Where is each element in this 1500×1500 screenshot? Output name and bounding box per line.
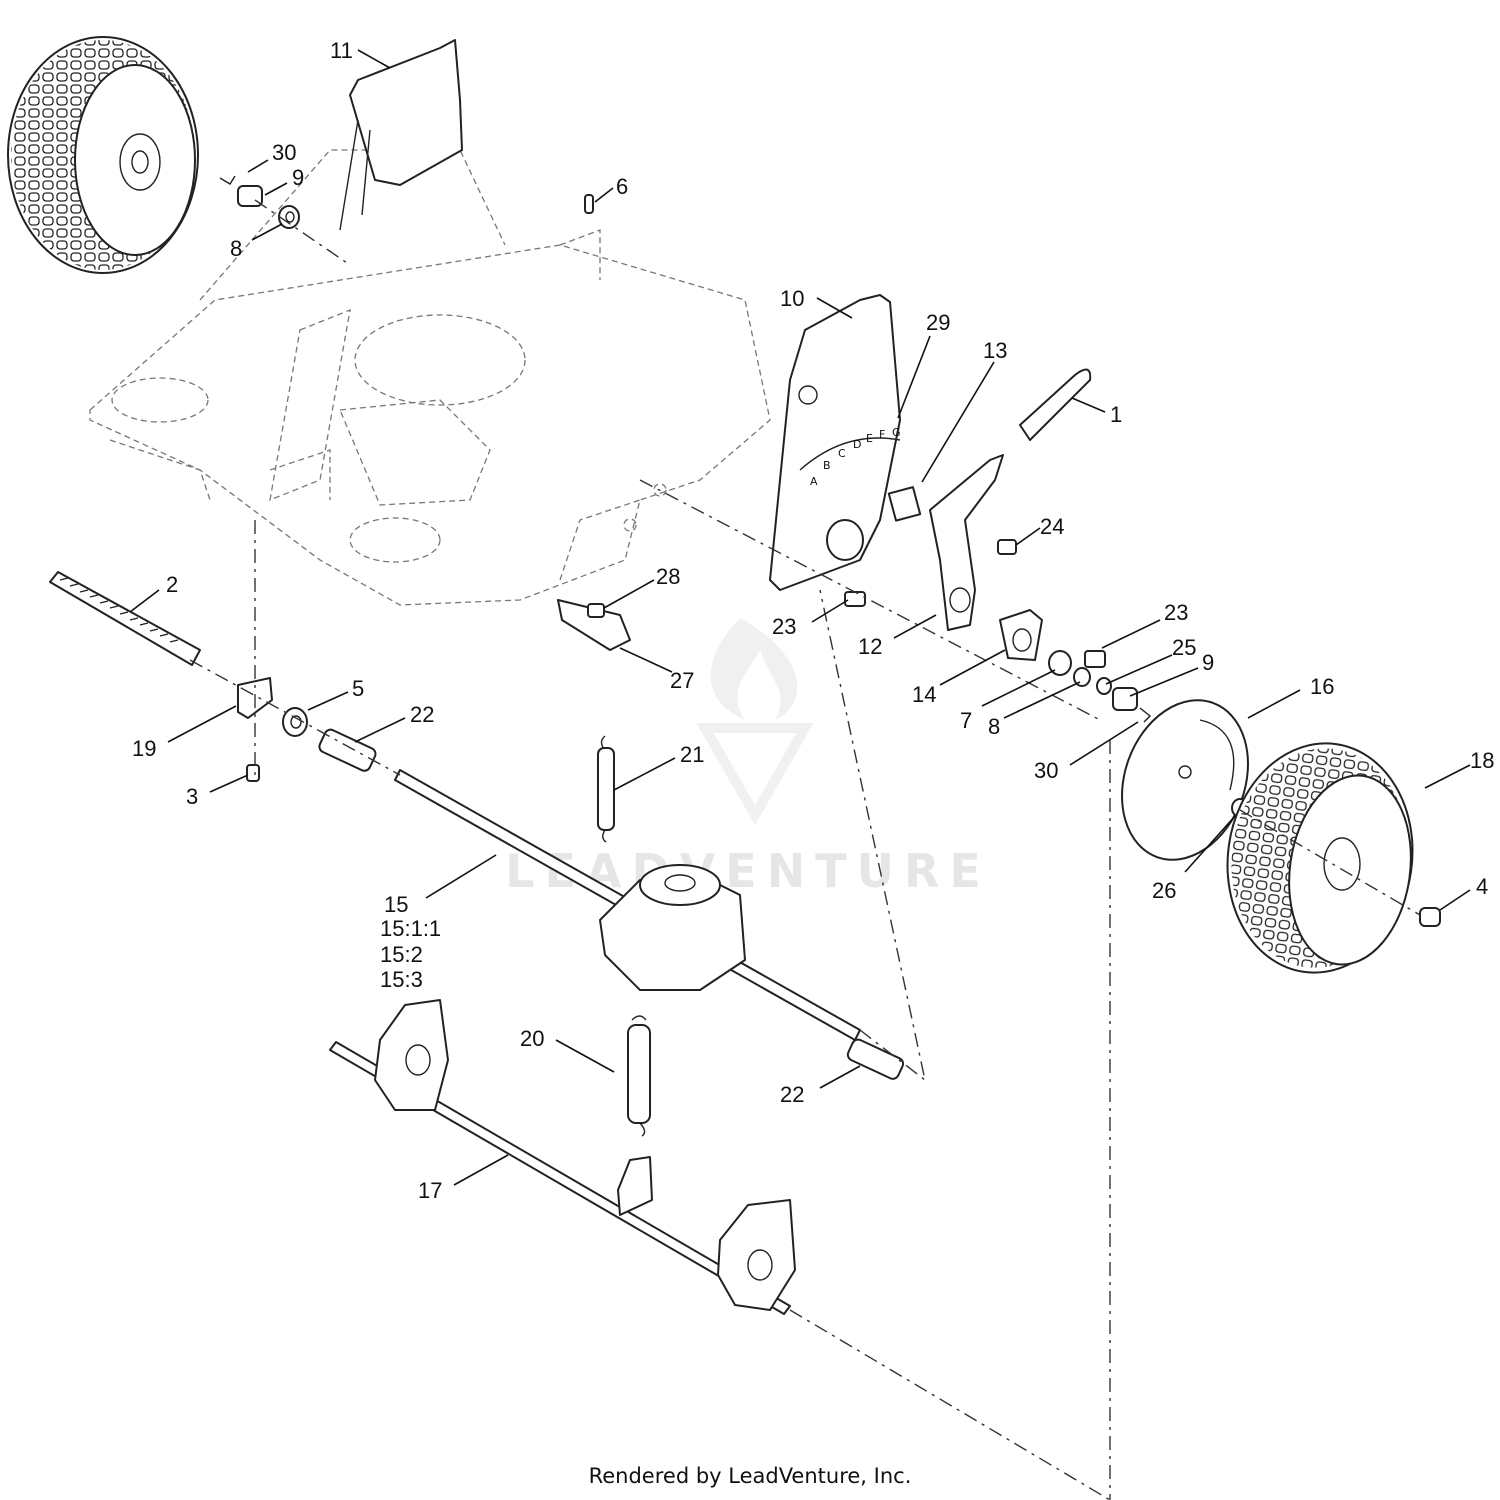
callout-16: 16 xyxy=(1310,674,1334,699)
callout-12: 12 xyxy=(858,634,882,659)
callout-labels: 11 30 9 8 6 10 29 13 1 24 2 28 23 12 23 … xyxy=(132,38,1494,1203)
washer-5[interactable] xyxy=(282,707,308,737)
bolt-28[interactable] xyxy=(587,603,605,618)
callout-22-lower: 22 xyxy=(780,1082,804,1107)
watermark-text: LEADVENTURE xyxy=(505,844,991,898)
nut-9-right[interactable] xyxy=(1112,687,1138,711)
pivot-bushing[interactable] xyxy=(999,609,1043,661)
assembly-leader-lines xyxy=(189,199,1421,1500)
callout-22-upper: 22 xyxy=(410,702,434,727)
spring-2[interactable] xyxy=(49,571,201,666)
bolt-24[interactable] xyxy=(997,539,1017,555)
callout-13: 13 xyxy=(983,338,1007,363)
spring-21[interactable] xyxy=(597,735,615,843)
callout-leaders xyxy=(129,49,1471,1186)
callout-9-left: 9 xyxy=(292,165,304,190)
scale-mark-e: E xyxy=(866,432,873,445)
callout-11: 11 xyxy=(330,38,353,63)
scale-mark-b: B xyxy=(823,459,831,472)
callout-4: 4 xyxy=(1476,874,1488,899)
lever-clip[interactable] xyxy=(887,486,922,522)
callout-15-2: 15:2 xyxy=(380,942,423,967)
deck-frame-phantom xyxy=(89,149,771,606)
callout-26: 26 xyxy=(1152,878,1176,903)
callout-5: 5 xyxy=(352,676,364,701)
scale-mark-c: C xyxy=(838,447,846,460)
callout-14: 14 xyxy=(912,682,936,707)
callout-19: 19 xyxy=(132,736,156,761)
cover-27[interactable] xyxy=(557,599,631,651)
callout-1: 1 xyxy=(1110,402,1122,427)
transmission-assembly[interactable] xyxy=(394,769,861,1041)
callout-15-3: 15:3 xyxy=(380,967,423,992)
rear-axle[interactable] xyxy=(329,999,796,1315)
callout-9-right: 9 xyxy=(1202,650,1214,675)
callout-23-right: 23 xyxy=(1164,600,1188,625)
render-credit: Rendered by LeadVenture, Inc. xyxy=(588,1464,912,1488)
callout-28: 28 xyxy=(656,564,680,589)
callout-20: 20 xyxy=(520,1026,544,1051)
washer-8-right[interactable] xyxy=(1073,667,1091,687)
callout-18: 18 xyxy=(1470,748,1494,773)
spacer-7[interactable] xyxy=(1048,650,1072,676)
callout-8-left: 8 xyxy=(230,236,242,261)
cotter-pin-right[interactable] xyxy=(1139,707,1152,723)
callout-3: 3 xyxy=(186,784,198,809)
callout-24: 24 xyxy=(1040,514,1064,539)
callout-29: 29 xyxy=(926,310,950,335)
right-wheel[interactable] xyxy=(1213,731,1427,984)
spring-20[interactable] xyxy=(627,1015,651,1137)
callout-7: 7 xyxy=(960,708,972,733)
height-scale: A B C D E F G xyxy=(810,426,901,488)
callout-10: 10 xyxy=(780,286,804,311)
callout-23-left: 23 xyxy=(772,614,796,639)
scale-mark-d: D xyxy=(853,438,861,451)
height-lever-grip[interactable] xyxy=(1019,368,1092,441)
bolt-3[interactable] xyxy=(246,764,260,782)
watermark-logo xyxy=(696,618,814,826)
height-plate[interactable] xyxy=(769,294,901,591)
spring-22-lower[interactable] xyxy=(846,1038,905,1081)
scale-mark-f: F xyxy=(879,428,885,441)
scale-mark-g: G xyxy=(892,426,901,439)
pin-6[interactable] xyxy=(584,194,594,214)
left-wheel[interactable] xyxy=(7,36,199,274)
callout-15-1-1: 15:1:1 xyxy=(380,916,441,941)
callout-30-right: 30 xyxy=(1034,758,1058,783)
callout-17: 17 xyxy=(418,1178,442,1203)
washer-8-left[interactable] xyxy=(278,205,300,229)
spring-22-upper[interactable] xyxy=(317,728,377,773)
callout-30-left: 30 xyxy=(272,140,296,165)
bolt-23-right[interactable] xyxy=(1084,650,1106,668)
callout-25: 25 xyxy=(1172,635,1196,660)
callout-6: 6 xyxy=(616,174,628,199)
scale-mark-a: A xyxy=(810,475,818,488)
callout-15: 15 xyxy=(384,892,408,917)
washer-25[interactable] xyxy=(1096,677,1112,695)
bolt-23-left[interactable] xyxy=(844,591,866,607)
hex-nut-4[interactable] xyxy=(1419,907,1441,927)
callout-21: 21 xyxy=(680,742,704,767)
callout-27: 27 xyxy=(670,668,694,693)
callout-8-right: 8 xyxy=(988,714,1000,739)
callout-2: 2 xyxy=(166,572,178,597)
height-lever[interactable] xyxy=(929,454,1004,631)
cotter-pin-left[interactable] xyxy=(219,175,236,185)
upper-bracket[interactable] xyxy=(339,39,463,231)
